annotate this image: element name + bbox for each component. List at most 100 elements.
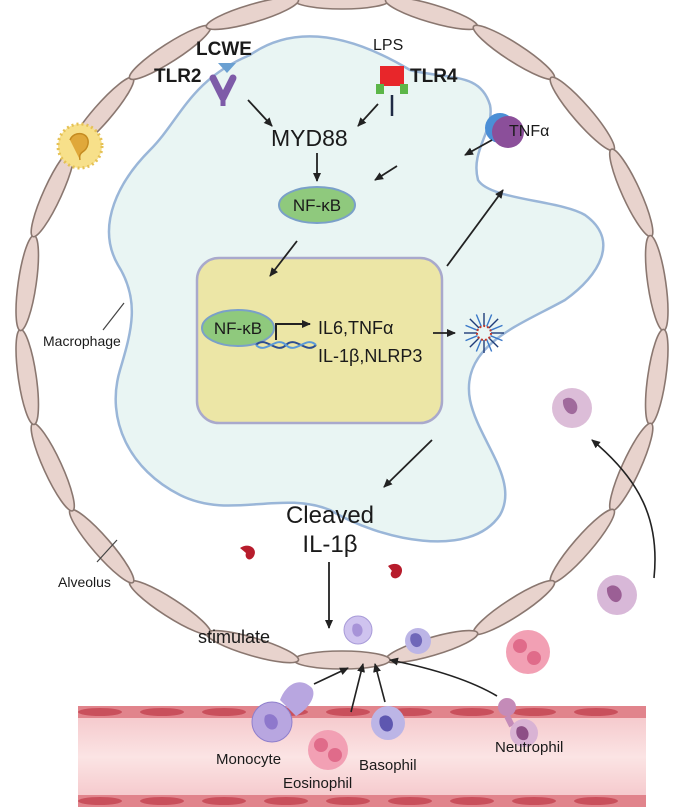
alveolar-cell: [608, 148, 654, 238]
endothelial-nucleus: [140, 708, 184, 716]
blood-vessel: [78, 706, 646, 807]
tlr4-receptor-icon: [376, 66, 408, 116]
migrated-neutrophil-left: [597, 575, 637, 615]
monocyte-cell: [251, 682, 314, 743]
inflammasome-spoke: [475, 339, 482, 352]
arrow-tlr4-myd88: [357, 103, 379, 127]
endothelial-nucleus: [202, 797, 246, 805]
inflammasome-spoke: [475, 314, 482, 327]
lcwe-ligand-icon: [218, 63, 236, 73]
alveolar-cell: [549, 76, 616, 152]
alveolar-cell: [472, 579, 556, 636]
transcription-arrow: [275, 320, 311, 340]
macrophage-label: Macrophage: [43, 333, 121, 349]
endothelial-nucleus: [264, 797, 308, 805]
arrow-eosinophil-up: [350, 663, 365, 713]
alveolus-pointer: [96, 539, 118, 563]
inflammasome-spoke: [490, 324, 503, 331]
endothelial-nucleus: [512, 708, 556, 716]
migrated-basophil: [405, 628, 431, 654]
nucleus: [195, 256, 444, 425]
alveolar-cell: [644, 328, 669, 426]
alveolar-cell: [608, 422, 654, 512]
cleaved-line1: Cleaved: [286, 502, 374, 529]
alveolar-cell: [293, 0, 391, 10]
alveolar-cell: [549, 508, 616, 584]
endothelial-nucleus: [574, 708, 618, 716]
neutrophil-cell: [498, 698, 538, 747]
alveolar-macrophage-icon: [56, 122, 104, 170]
monocyte-label: Monocyte: [216, 751, 281, 768]
eosinophil-cell: [308, 730, 348, 770]
inflammasome-spoke: [486, 339, 493, 352]
dna-icon: [255, 341, 317, 349]
basophil-label: Basophil: [359, 757, 417, 774]
gene-targets-line1: IL6,TNFα: [318, 318, 393, 338]
endothelial-nucleus: [326, 708, 370, 716]
arrow-nucleus-cleaved: [383, 439, 433, 488]
il1b-fragment-2: [388, 563, 403, 579]
inflammasome-core: [476, 325, 492, 341]
cleaved-line2: IL-1β: [302, 531, 357, 558]
inflammasome-spoke: [469, 318, 480, 329]
endothelial-nucleus: [450, 797, 494, 805]
migrated-eosinophil: [506, 630, 550, 674]
alveolus-label: Alveolus: [58, 574, 111, 590]
macrophage-pointer: [102, 302, 125, 331]
tlr2-receptor-icon: [209, 74, 237, 106]
tnf-receptor-icon: [485, 113, 524, 148]
inflammasome-spoke: [469, 337, 480, 348]
endothelial-nucleus: [78, 797, 122, 805]
alveolus-wall: [15, 0, 669, 670]
endothelial-nucleus: [574, 797, 618, 805]
inflammasome-spoke: [488, 337, 499, 348]
vessel-wall-bottom: [78, 795, 646, 807]
nfkb-cytoplasm: [278, 186, 356, 224]
myd88-label: MYD88: [271, 125, 348, 151]
arrow-basophil-up: [373, 663, 386, 703]
endothelial-nucleus: [512, 797, 556, 805]
nfkb-cytoplasm-label: NF-κB: [293, 196, 341, 215]
arrow-tnf-in: [374, 165, 398, 181]
inflammasome-icon: [464, 313, 504, 353]
endothelial-nucleus: [388, 797, 432, 805]
alveolar-cell: [472, 24, 556, 81]
gene-targets-line2: IL-1β,NLRP3: [318, 346, 422, 366]
inflammasome-spoke: [465, 335, 478, 342]
alveolar-cell: [205, 0, 300, 31]
endothelial-nucleus: [140, 797, 184, 805]
migrated-neutrophil-right: [552, 388, 592, 428]
arrow-neutrophil-in: [389, 657, 498, 697]
migrated-monocyte: [343, 615, 373, 645]
endothelial-nucleus: [450, 708, 494, 716]
receptor-1-label: TLR2: [154, 66, 202, 87]
basophil-cell: [371, 706, 405, 740]
il1b-fragment-1: [240, 545, 255, 560]
arrow-receptor-tnf: [464, 139, 493, 156]
ligand-2-label: LPS: [373, 37, 403, 54]
tnf-label: TNFα: [509, 123, 549, 140]
arrow-neutrophil-up: [591, 439, 656, 579]
endothelial-nucleus: [78, 708, 122, 716]
alveolar-cell: [644, 234, 669, 332]
inflammasome-spoke: [490, 335, 503, 342]
neutrophil-label: Neutrophil: [495, 739, 563, 756]
endothelial-nucleus: [202, 708, 246, 716]
inflammasome-spoke: [488, 318, 499, 329]
arrow-nfkb-nucleus: [269, 240, 298, 277]
inflammasome-spoke: [465, 324, 478, 331]
vessel-wall-top: [78, 706, 646, 718]
alveolar-cell: [384, 0, 479, 31]
endothelial-nucleus: [326, 797, 370, 805]
arrow-nucleus-tnf: [446, 189, 504, 267]
inflammasome-spoke: [486, 314, 493, 327]
alveolar-cell: [15, 328, 40, 426]
receptor-2-label: TLR4: [410, 66, 458, 87]
nfkb-nucleus-label: NF-κB: [214, 319, 262, 338]
ligand-1-label: LCWE: [196, 39, 252, 60]
arrow-monocyte-up: [313, 667, 349, 685]
arrow-tlr2-myd88: [247, 99, 273, 127]
stimulate-label: stimulate: [198, 627, 270, 647]
